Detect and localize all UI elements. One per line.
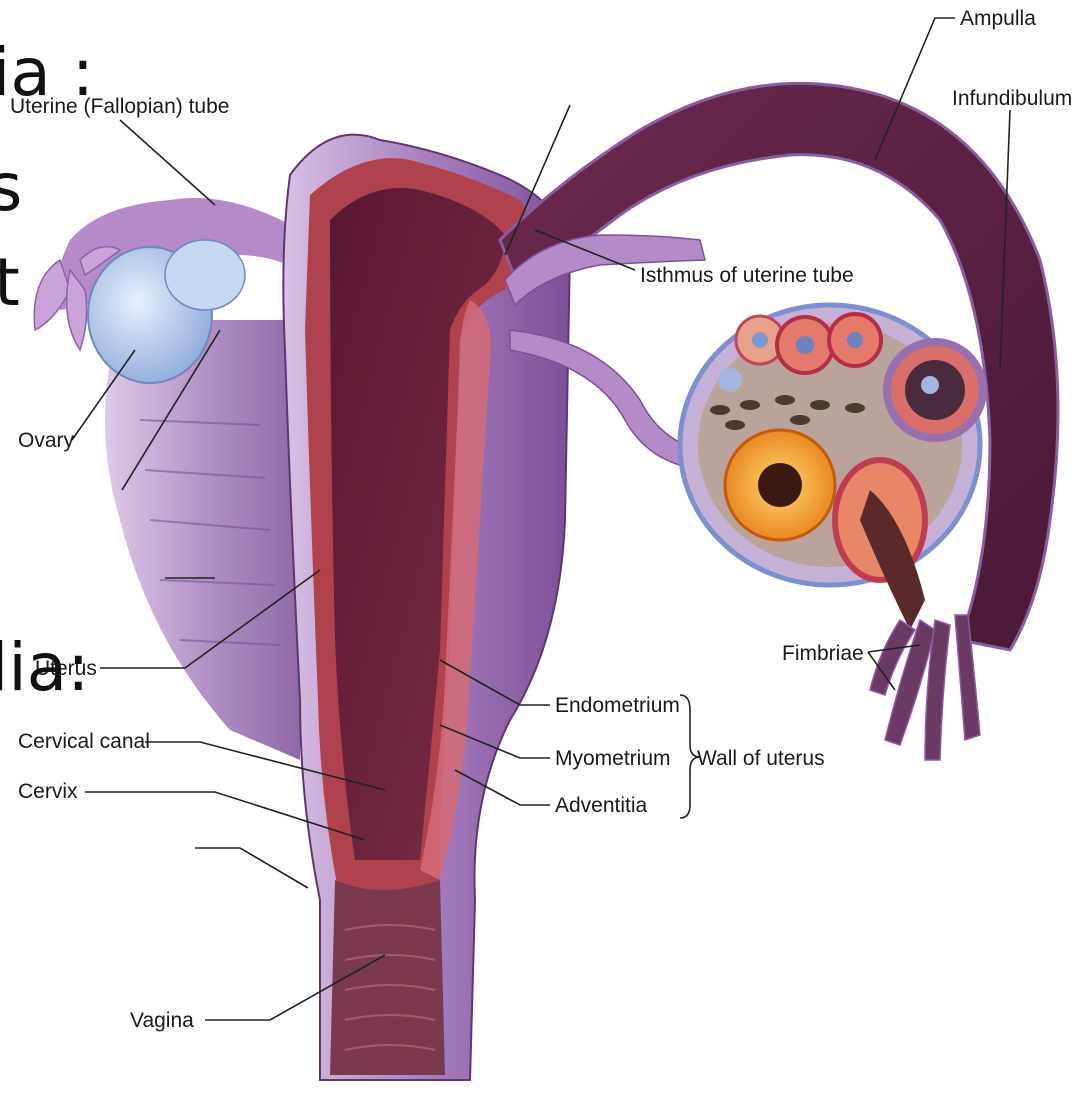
overlay-text-line1: ia : xyxy=(0,34,94,111)
label-isthmus: Isthmus of uterine tube xyxy=(640,264,854,287)
label-adventitia: Adventitia xyxy=(555,794,648,817)
right-fimbriae xyxy=(870,615,980,760)
label-infundibulum: Infundibulum xyxy=(952,87,1072,110)
label-endometrium: Endometrium xyxy=(555,694,680,717)
overlay-text-line2: s xyxy=(0,149,22,226)
label-cervical-canal: Cervical canal xyxy=(18,730,150,753)
corpus-luteum-core xyxy=(758,463,802,507)
overlay-text-line4: lia: xyxy=(0,629,89,706)
label-vagina: Vagina xyxy=(130,1009,194,1032)
label-wall-of-uterus: Wall of uterus xyxy=(697,747,825,770)
label-myometrium: Myometrium xyxy=(555,747,671,770)
label-fimbriae: Fimbriae xyxy=(782,642,864,665)
left-ovary-lobe xyxy=(165,240,245,310)
label-cervix: Cervix xyxy=(18,780,78,803)
overlay-text-line3: t xyxy=(0,244,20,321)
label-ovary: Ovary xyxy=(18,429,75,452)
label-ampulla: Ampulla xyxy=(960,7,1036,30)
broad-ligament-left xyxy=(105,320,300,760)
